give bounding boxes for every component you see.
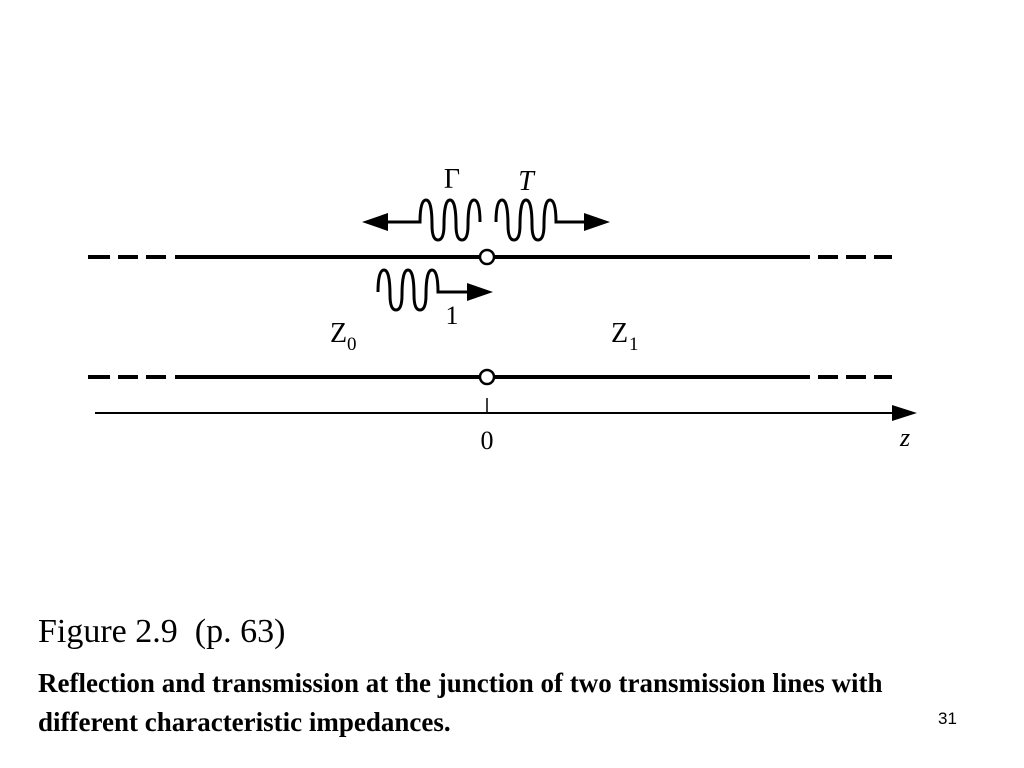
transmission-coefficient-label: T — [518, 166, 536, 197]
lower-junction-terminal — [478, 368, 496, 386]
z0-letter: Z — [330, 318, 347, 349]
z1-impedance-label: Z 1 — [611, 318, 639, 355]
z0-impedance-label: Z 0 — [330, 318, 357, 355]
incident-amplitude-label: 1 — [446, 301, 459, 330]
slide-number: 31 — [938, 709, 957, 728]
z-axis: 0 z — [95, 398, 917, 455]
figure-title: Figure 2.9 (p. 63) — [38, 613, 286, 650]
incident-wave-path — [376, 268, 474, 312]
z1-letter: Z — [611, 318, 628, 349]
reflection-coefficient-label: Γ — [444, 164, 460, 195]
origin-label: 0 — [481, 426, 494, 455]
z-axis-arrowhead — [892, 405, 917, 421]
figure-caption: Reflection and transmission at the junct… — [38, 668, 883, 737]
incident-wave-arrow — [376, 268, 493, 312]
transmitted-arrowhead — [584, 213, 610, 231]
transmitted-wave-arrow — [494, 198, 610, 242]
z0-subscript: 0 — [347, 334, 357, 355]
reflected-wave-arrow — [362, 198, 482, 242]
z-axis-label: z — [899, 423, 910, 452]
incident-arrowhead — [467, 283, 493, 301]
z1-subscript: 1 — [629, 334, 639, 355]
transmission-line-junction-diagram: Γ T 1 Z 0 Z 1 0 z — [88, 164, 917, 455]
transmitted-wave-path — [494, 198, 592, 242]
reflected-arrowhead — [362, 213, 388, 231]
reflected-wave-path — [380, 198, 482, 242]
upper-junction-terminal — [478, 248, 496, 266]
